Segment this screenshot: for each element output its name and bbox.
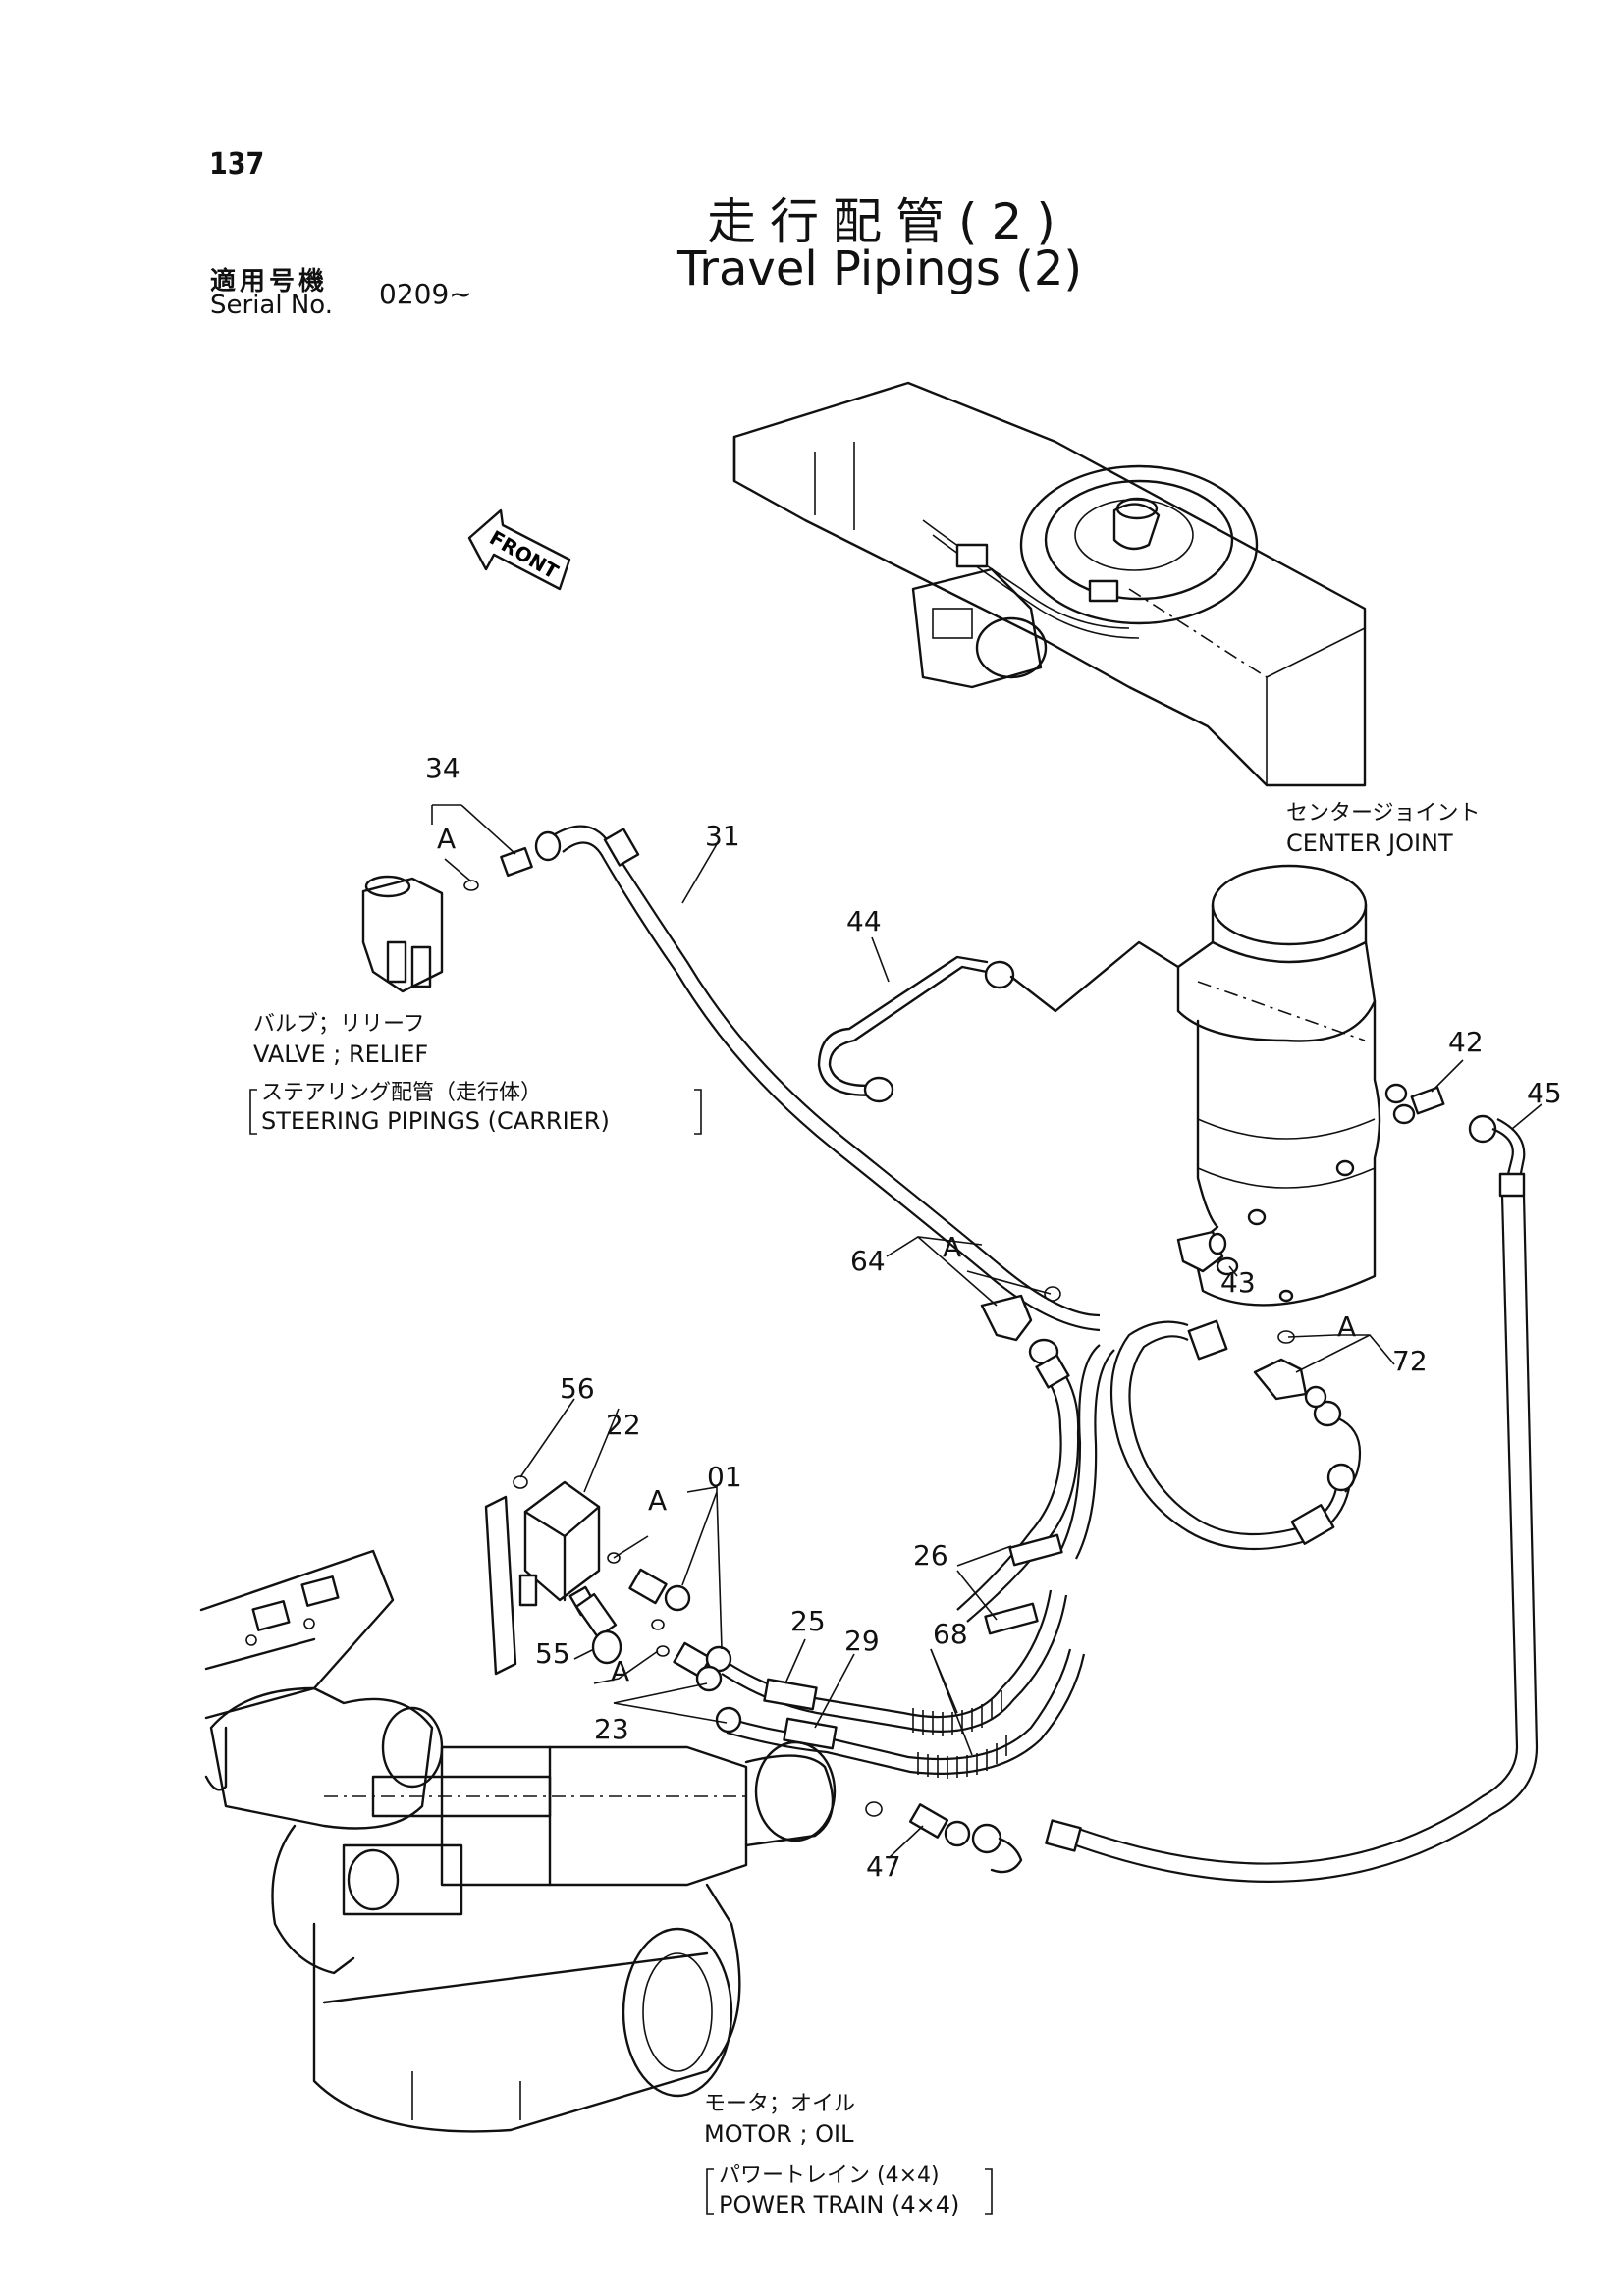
callout-29: 29 — [844, 1625, 880, 1657]
label-valve-en: VALVE ; RELIEF — [253, 1041, 429, 1068]
label-motor-jp: モータ；オイル — [704, 2092, 856, 2116]
pipe-44 — [817, 940, 1180, 1103]
label-motor-en: MOTOR ; OIL — [704, 2120, 854, 2148]
callout-a-34: A — [437, 823, 457, 855]
fitting-64 — [956, 1286, 1080, 1623]
callout-43: 43 — [1220, 1266, 1256, 1299]
callout-23: 23 — [594, 1713, 629, 1745]
callout-55: 55 — [535, 1637, 570, 1670]
pipe-45 — [971, 1083, 1539, 1883]
label-valve-jp: バルブ；リリーフ — [253, 1012, 425, 1037]
callout-26: 26 — [913, 1539, 948, 1572]
callout-a-01: A — [648, 1484, 668, 1517]
callout-72: 72 — [1392, 1345, 1428, 1377]
callout-45: 45 — [1527, 1077, 1562, 1109]
axle-assembly — [199, 1549, 971, 2133]
serial-label-japanese: 適用号機 — [210, 267, 329, 296]
label-power-train-jp: パワートレイン (4×4) — [719, 2163, 940, 2188]
callout-64: 64 — [850, 1245, 886, 1277]
label-center-joint-en: CENTER JOINT — [1286, 829, 1453, 857]
block-22 — [484, 1475, 742, 1734]
callout-47: 47 — [866, 1850, 901, 1883]
callout-01: 01 — [707, 1461, 742, 1493]
callout-34: 34 — [425, 752, 460, 784]
title-japanese: 走行配管(2) — [707, 193, 1069, 250]
upper-frame — [732, 381, 1367, 787]
hose-bundle — [721, 1533, 1086, 1779]
callout-31: 31 — [705, 820, 740, 852]
label-power-train-en: POWER TRAIN (4×4) — [719, 2191, 960, 2218]
hose-loop — [1059, 1319, 1362, 1560]
callout-42: 42 — [1448, 1026, 1484, 1058]
serial-value: 0209~ — [379, 278, 472, 310]
callout-44: 44 — [846, 905, 882, 937]
relief-valve — [361, 830, 562, 993]
leader-lines — [249, 804, 1542, 2215]
label-steering-en: STEERING PIPINGS (CARRIER) — [261, 1107, 610, 1135]
callout-56: 56 — [560, 1372, 595, 1405]
label-center-joint-jp: センタージョイント — [1286, 801, 1481, 826]
center-joint — [1176, 864, 1381, 1307]
callout-a-23: A — [611, 1655, 630, 1687]
fitting-72 — [1253, 1330, 1327, 1409]
label-steering-jp: ステアリング配管（走行体） — [261, 1081, 543, 1105]
title-english: Travel Pipings (2) — [677, 241, 1083, 296]
fitting-43 — [1176, 1230, 1227, 1273]
callout-22: 22 — [606, 1409, 641, 1441]
callout-68: 68 — [933, 1618, 968, 1650]
page-number: 137 — [209, 147, 265, 182]
serial-label-english: Serial No. — [210, 291, 333, 320]
callout-a-72: A — [1337, 1310, 1357, 1343]
callout-25: 25 — [790, 1605, 826, 1637]
callout-a-64: A — [943, 1231, 962, 1263]
front-arrow: FRONT — [467, 508, 571, 591]
